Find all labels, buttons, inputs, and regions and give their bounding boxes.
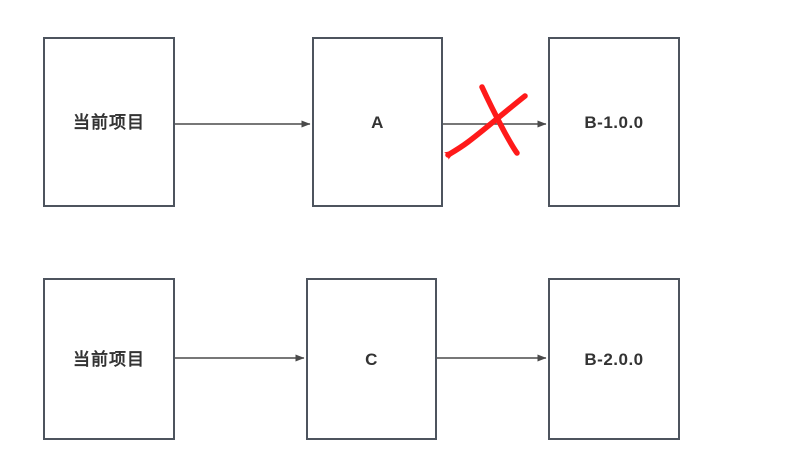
node-a[interactable]: A: [312, 37, 443, 207]
node-b-2-0-0[interactable]: B-2.0.0: [548, 278, 680, 440]
node-current-project-top[interactable]: 当前项目: [43, 37, 175, 207]
node-b-1-0-0[interactable]: B-1.0.0: [548, 37, 680, 207]
node-current-project-bottom[interactable]: 当前项目: [43, 278, 175, 440]
node-label-c: C: [365, 349, 378, 369]
node-label-b-2-0-0: B-2.0.0: [584, 349, 644, 369]
node-label-current-project-top: 当前项目: [73, 112, 145, 132]
node-c[interactable]: C: [306, 278, 437, 440]
node-label-a: A: [371, 112, 384, 132]
node-label-b-1-0-0: B-1.0.0: [584, 112, 644, 132]
red-x-cross-icon: [444, 84, 528, 160]
node-label-current-project-bottom: 当前项目: [73, 349, 145, 369]
